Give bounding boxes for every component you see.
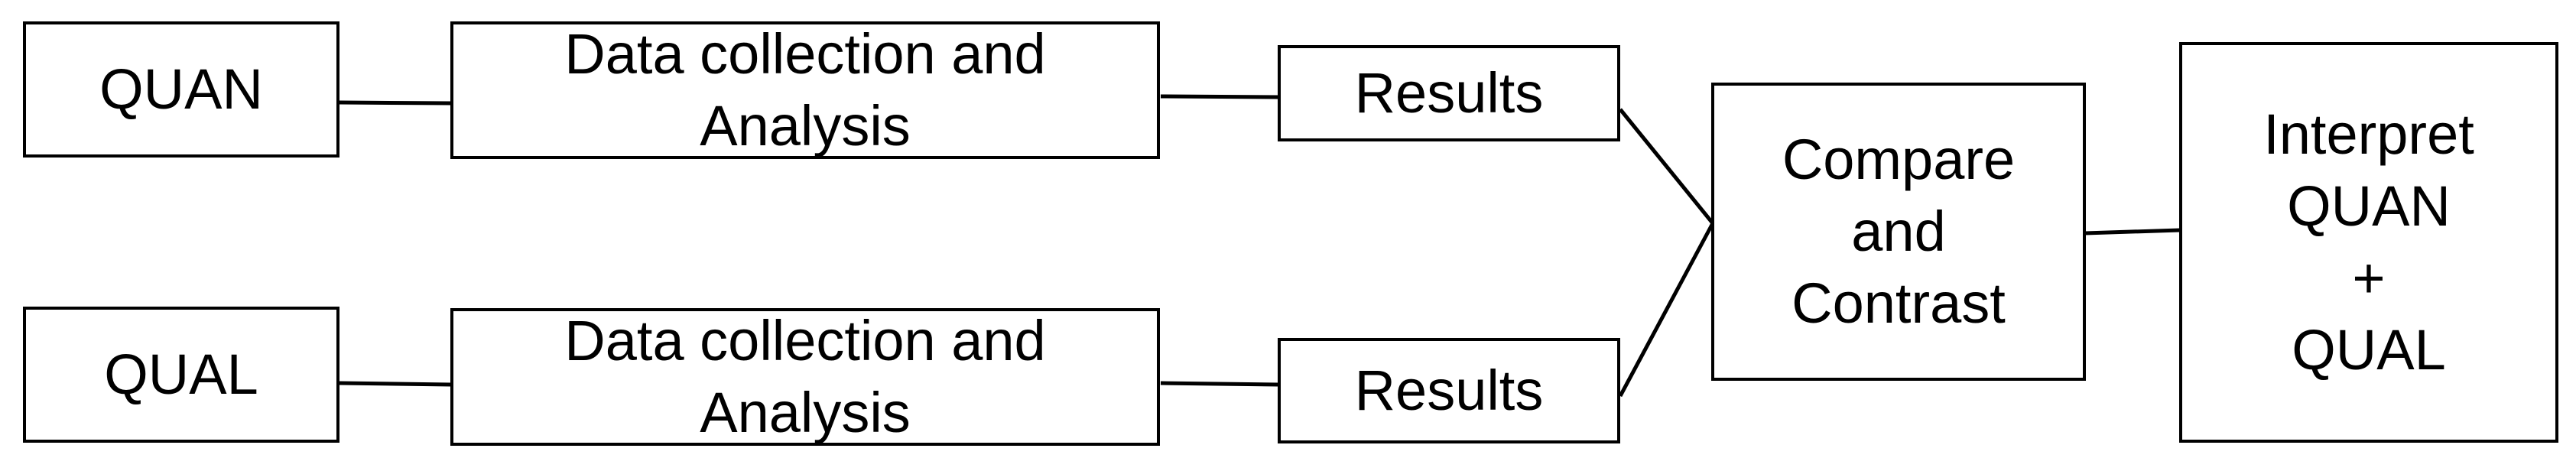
quan-label: QUAN xyxy=(99,57,263,122)
quan-results-label: Results xyxy=(1354,61,1544,125)
compare-contrast-box: Compare and Contrast xyxy=(1711,83,2086,381)
quan-data-collection-line-1: Data collection and xyxy=(564,22,1046,86)
connector-quan-to-process xyxy=(339,100,452,106)
quan-data-collection-line-2: Analysis xyxy=(700,94,911,158)
qual-results-label: Results xyxy=(1354,359,1544,423)
qual-results-box: Results xyxy=(1278,338,1620,443)
compare-line-1: Compare xyxy=(1782,128,2016,192)
connector-qual-process-to-results xyxy=(1160,381,1279,387)
connector-quan-process-to-results xyxy=(1160,94,1279,99)
connector-compare-to-interpret xyxy=(2084,228,2181,236)
compare-line-3: Contrast xyxy=(1792,271,2006,335)
connector-quan-results-to-compare xyxy=(1619,108,1714,225)
interpret-line-4: QUAL xyxy=(2292,317,2446,382)
interpret-line-2: QUAN xyxy=(2287,174,2451,239)
quan-data-collection-box: Data collection and Analysis xyxy=(450,21,1160,159)
qual-label: QUAL xyxy=(104,343,258,407)
quan-results-box: Results xyxy=(1278,45,1620,141)
interpret-line-3: + xyxy=(2352,246,2386,310)
qual-box: QUAL xyxy=(23,307,339,443)
qual-data-collection-line-1: Data collection and xyxy=(564,309,1046,373)
compare-line-2: and xyxy=(1851,200,1946,264)
interpret-line-1: Interpret xyxy=(2263,102,2474,167)
qual-data-collection-line-2: Analysis xyxy=(700,381,911,444)
connector-qual-results-to-compare xyxy=(1618,222,1715,398)
interpret-box: Interpret QUAN + QUAL xyxy=(2179,42,2558,443)
qual-data-collection-box: Data collection and Analysis xyxy=(450,308,1160,446)
quan-box: QUAN xyxy=(23,21,339,158)
connector-qual-to-process xyxy=(339,381,452,387)
